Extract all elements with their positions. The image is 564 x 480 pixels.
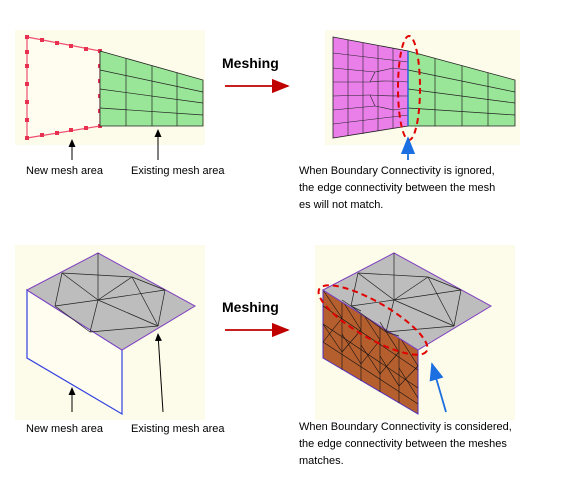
bottom-existing-mesh-pointer xyxy=(154,333,164,413)
existing-top-face-right xyxy=(321,252,493,351)
bottom-existing-mesh-label: Existing mesh area xyxy=(131,423,225,435)
top-existing-mesh-label: Existing mesh area xyxy=(131,165,225,177)
bottom-new-mesh-label: New mesh area xyxy=(26,423,104,435)
top-note-line2: the edge connectivity between the mesh xyxy=(299,182,495,194)
top-right-panel xyxy=(325,30,520,160)
bottom-left-panel xyxy=(15,245,205,420)
top-meshing-label: Meshing xyxy=(222,55,279,71)
magenta-quad-mesh xyxy=(332,36,409,139)
top-note-line1: When Boundary Connectivity is ignored, xyxy=(299,165,495,177)
new-mesh-outline xyxy=(25,35,102,140)
top-new-mesh-label: New mesh area xyxy=(26,165,104,177)
existing-mesh-grid-top-right xyxy=(407,50,516,127)
existing-top-face xyxy=(25,252,197,351)
top-note-line3: es will not match. xyxy=(299,199,383,211)
bottom-right-panel xyxy=(315,245,515,420)
bottom-note-pointer xyxy=(429,362,447,413)
existing-mesh-grid xyxy=(99,50,204,127)
bottom-meshing-label: Meshing xyxy=(222,299,279,315)
match-highlight xyxy=(317,284,429,356)
bottom-note-line2: the edge connectivity between the meshes xyxy=(299,438,507,450)
bottom-note-line1: When Boundary Connectivity is considered… xyxy=(299,421,512,433)
top-left-panel xyxy=(15,30,205,160)
bottom-note-line3: matches. xyxy=(299,455,344,467)
